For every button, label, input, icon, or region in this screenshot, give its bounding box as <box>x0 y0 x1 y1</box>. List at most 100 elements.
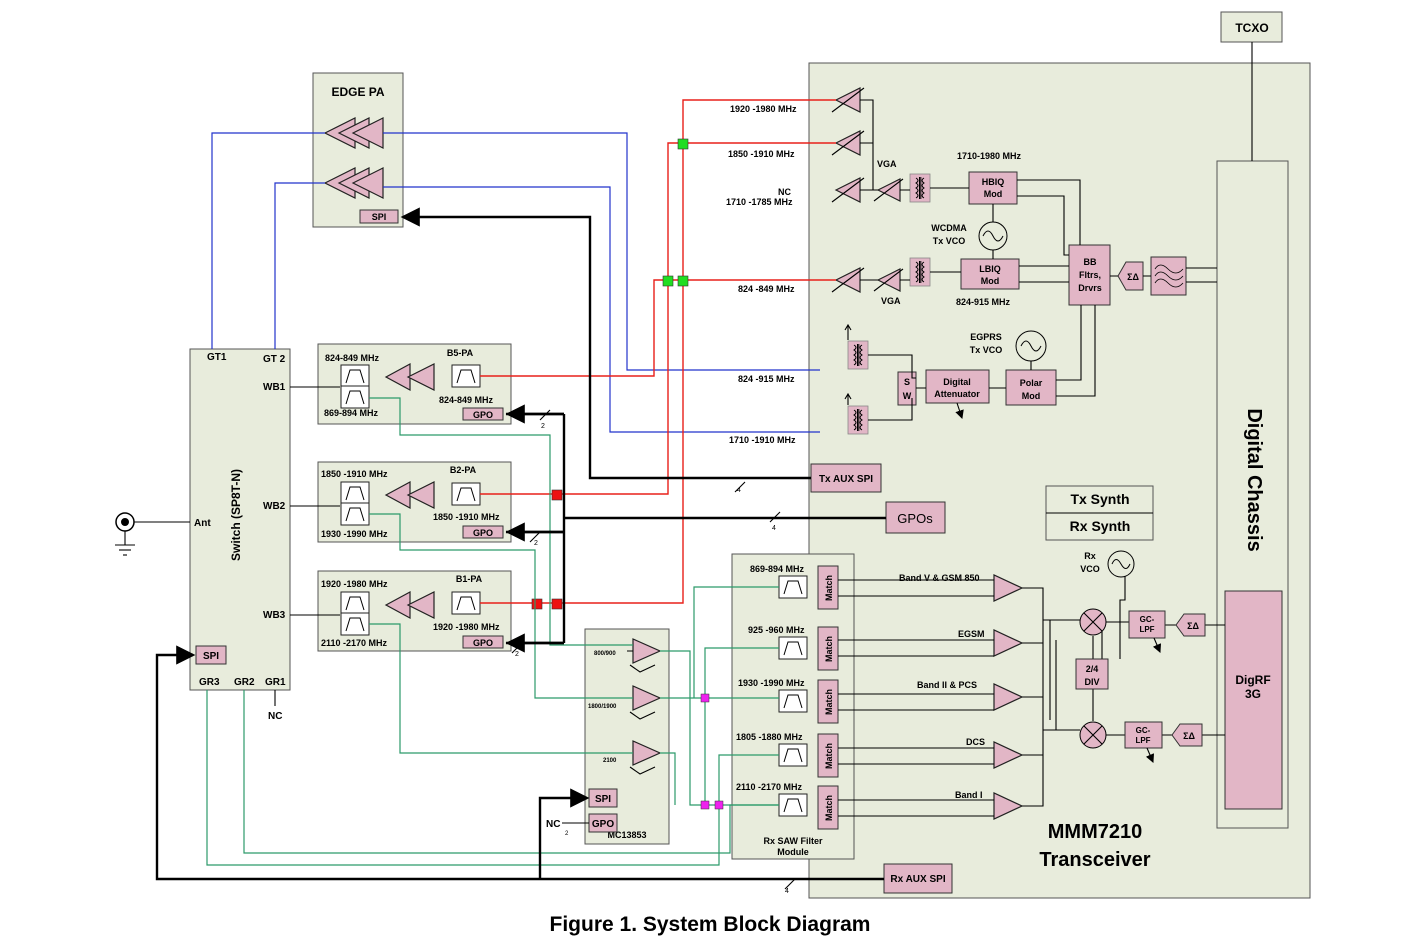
digrf-3g-block <box>1224 590 1283 810</box>
edge-pa-title: EDGE PA <box>331 85 384 99</box>
svg-text:2: 2 <box>565 831 569 837</box>
switch-pa-wiring <box>290 386 340 616</box>
gc-lpf-lower: GC- LPF <box>1124 721 1163 764</box>
svg-text:BB: BB <box>1084 257 1097 267</box>
rx-lna-amps <box>993 574 1024 820</box>
svg-text:824 -849 MHz: 824 -849 MHz <box>738 284 795 294</box>
svg-text:1850 -1910 MHz: 1850 -1910 MHz <box>433 512 500 522</box>
switch-gt1: GT1 <box>207 352 227 363</box>
tcxo-label: TCXO <box>1235 21 1268 35</box>
egprs-vco-icon <box>1015 330 1047 362</box>
svg-text:2: 2 <box>541 423 545 430</box>
rx-internal-wiring <box>838 576 1225 817</box>
svg-text:LPF: LPF <box>1135 736 1150 745</box>
edge-pa-spi <box>359 209 399 224</box>
mc13853-nc: NC <box>546 819 560 830</box>
saw-filters: 869-894 MHz Match 925 -960 MHz Match 193… <box>736 564 839 830</box>
tx-synth-label: Tx Synth <box>1070 491 1129 507</box>
green-connector-markers <box>662 138 689 287</box>
antenna-icon <box>115 512 190 556</box>
edge-pa-amp-lower <box>323 167 384 199</box>
transceiver-label-1: MMM7210 <box>1048 821 1142 843</box>
bb-filters-drivers <box>1068 244 1111 306</box>
svg-text:Match: Match <box>824 689 834 715</box>
tx-band-labels: 1920 -1980 MHz 1850 -1910 MHz NC 1710 -1… <box>726 104 797 445</box>
lna-2100-label: 2100 <box>603 758 617 764</box>
svg-text:Mod: Mod <box>981 276 1000 286</box>
digrf-label-1: DigRF <box>1235 673 1270 687</box>
tcxo-block <box>1220 11 1283 43</box>
svg-text:SPI: SPI <box>372 212 387 222</box>
svg-text:824-849 MHz: 824-849 MHz <box>325 353 380 363</box>
svg-text:1710 -1785 MHz: 1710 -1785 MHz <box>726 197 793 207</box>
rx-sigma-delta-upper: ΣΔ <box>1175 613 1206 637</box>
rx-band-labels: Band V & GSM 850 EGSM Band II & PCS DCS … <box>899 573 985 800</box>
vga-label-low: VGA <box>881 296 901 306</box>
svg-text:2: 2 <box>515 651 519 658</box>
switch-gr1-nc: NC <box>268 711 282 722</box>
mc13853-title: MC13853 <box>607 830 646 840</box>
switch-wb3: WB3 <box>263 610 286 621</box>
svg-text:GPO: GPO <box>473 638 493 648</box>
svg-text:HBIQ: HBIQ <box>982 177 1005 187</box>
svg-text:Match: Match <box>824 743 834 769</box>
svg-text:1920 -1980 MHz: 1920 -1980 MHz <box>433 622 500 632</box>
svg-text:4: 4 <box>772 525 776 532</box>
digital-chassis-label: Digital Chassis <box>1243 408 1265 551</box>
svg-text:LBIQ: LBIQ <box>979 264 1001 274</box>
green-rx-lines <box>206 397 779 866</box>
svg-text:Match: Match <box>824 636 834 662</box>
switch-title: Switch (SP8T-N) <box>229 469 243 561</box>
svg-text:GC-: GC- <box>1136 726 1151 735</box>
svg-text:ΣΔ: ΣΔ <box>1187 621 1199 631</box>
svg-text:GC-: GC- <box>1140 615 1155 624</box>
svg-text:1920 -1980 MHz: 1920 -1980 MHz <box>730 104 797 114</box>
svg-text:Digital: Digital <box>943 377 971 387</box>
svg-text:Polar: Polar <box>1020 378 1043 388</box>
svg-text:Tx AUX SPI: Tx AUX SPI <box>819 474 873 485</box>
wcdma-vco-icon <box>978 221 1008 251</box>
svg-text:Band V & GSM 850: Band V & GSM 850 <box>899 573 980 583</box>
lna-1800-1900-label: 1800/1900 <box>588 704 617 710</box>
svg-text:B5-PA: B5-PA <box>447 348 474 358</box>
wcdma-vco-label-2: Tx VCO <box>933 236 966 246</box>
svg-text:2110 -2170 MHz: 2110 -2170 MHz <box>736 782 803 792</box>
svg-text:SPI: SPI <box>203 651 219 662</box>
switch-spi <box>195 645 227 665</box>
svg-text:1710 -1910 MHz: 1710 -1910 MHz <box>729 435 796 445</box>
svg-text:EGSM: EGSM <box>958 629 985 639</box>
rx-vco-label-2: VCO <box>1080 564 1100 574</box>
svg-text:2: 2 <box>534 540 538 547</box>
svg-text:S: S <box>904 377 910 387</box>
tx-driver-amps <box>831 87 904 293</box>
egprs-vco-label-1: EGPRS <box>970 332 1002 342</box>
tx-filter-icon <box>1150 256 1187 296</box>
svg-text:1850 -1910 MHz: 1850 -1910 MHz <box>321 469 388 479</box>
svg-text:1920 -1980 MHz: 1920 -1980 MHz <box>321 579 388 589</box>
egprs-vco-label-2: Tx VCO <box>970 345 1003 355</box>
rx-vco-icon <box>1107 550 1135 578</box>
hbiq-band-label: 1710-1980 MHz <box>957 151 1022 161</box>
svg-text:W: W <box>903 391 912 401</box>
edge-pa-amp-upper <box>323 117 384 149</box>
svg-text:Mod: Mod <box>1022 391 1041 401</box>
transceiver-label-2: Transceiver <box>1039 849 1150 871</box>
svg-text:B2-PA: B2-PA <box>450 465 477 475</box>
red-tx-lines <box>480 99 836 604</box>
transformer-low <box>909 257 931 287</box>
gc-lpf-upper: GC- LPF <box>1128 610 1166 654</box>
tx-internal-wiring <box>844 179 1217 421</box>
red-connector-markers <box>531 489 563 610</box>
svg-text:GPOs: GPOs <box>897 511 933 526</box>
digrf-label-2: 3G <box>1245 687 1261 701</box>
svg-text:Match: Match <box>824 575 834 601</box>
svg-text:4: 4 <box>737 487 741 494</box>
mc13853-block <box>584 628 670 845</box>
svg-text:2/4: 2/4 <box>1086 664 1099 674</box>
div-block <box>1075 658 1109 690</box>
switch-wb1: WB1 <box>263 382 286 393</box>
saw-title-1: Rx SAW Filter <box>763 836 823 846</box>
svg-text:DIV: DIV <box>1084 677 1099 687</box>
edge-pa-block <box>312 72 404 228</box>
